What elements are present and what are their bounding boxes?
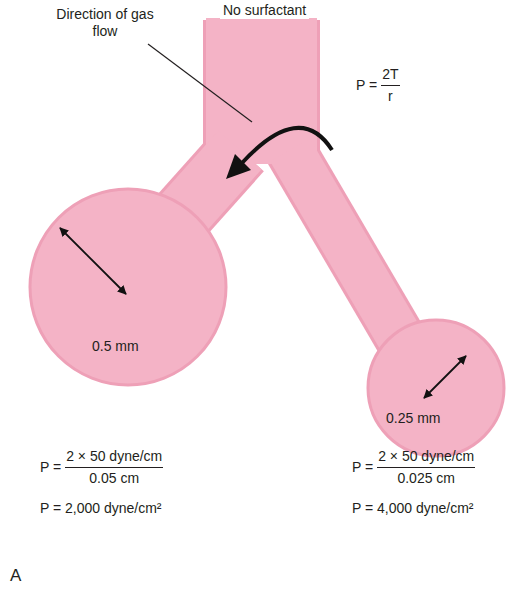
- fraction: 2 × 50 dyne/cm0.025 cm: [377, 448, 475, 487]
- heading-label: No surfactant: [223, 2, 306, 18]
- flow-arrow: [242, 128, 332, 163]
- formula-term: P =: [352, 459, 373, 476]
- dimension-label: 0.25 mm: [386, 410, 440, 426]
- laplace-formula: P =2Tr: [356, 66, 400, 105]
- fraction: 2Tr: [381, 66, 399, 105]
- fraction-denominator: 0.05 cm: [89, 468, 139, 487]
- pressure-result-box: P = 2,000 dyne/cm²: [40, 500, 162, 517]
- flow-arrowhead: [226, 154, 251, 179]
- panel-letter: A: [10, 566, 21, 585]
- fraction: 2 × 50 dyne/cm0.05 cm: [65, 448, 163, 487]
- fraction-denominator: 0.025 cm: [397, 468, 455, 487]
- formula-term: P =: [356, 77, 377, 94]
- callout-label-box: Direction of gas flow: [50, 6, 160, 40]
- formula-term: P =: [40, 459, 61, 476]
- dimension-label: 0.5 mm: [92, 338, 139, 354]
- pressure-formula: P =2 × 50 dyne/cm0.05 cm: [40, 448, 163, 487]
- pressure-formula: P =2 × 50 dyne/cm0.025 cm: [352, 448, 475, 487]
- leader-line: [148, 44, 252, 122]
- fraction-numerator: 2 × 50 dyne/cm: [377, 448, 475, 468]
- alveolus-outline: [28, 187, 228, 387]
- alveolus: 0.5 mm: [28, 187, 228, 387]
- panel-letter-box: A: [10, 566, 21, 586]
- heading-label-box: No surfactant: [220, 2, 309, 19]
- callout-label: Direction of gas flow: [56, 6, 153, 39]
- fraction-denominator: r: [388, 86, 393, 105]
- radius-arrow: [60, 228, 126, 294]
- alveolus: 0.25 mm: [366, 318, 506, 458]
- fraction-numerator: 2 × 50 dyne/cm: [65, 448, 163, 468]
- alveolus-outline: [366, 318, 506, 458]
- radius-arrow: [424, 356, 466, 398]
- fraction-numerator: 2T: [381, 66, 399, 86]
- pressure-result: P = 2,000 dyne/cm²: [40, 500, 162, 516]
- pressure-result-box: P = 4,000 dyne/cm²: [352, 500, 474, 517]
- pressure-result: P = 4,000 dyne/cm²: [352, 500, 474, 516]
